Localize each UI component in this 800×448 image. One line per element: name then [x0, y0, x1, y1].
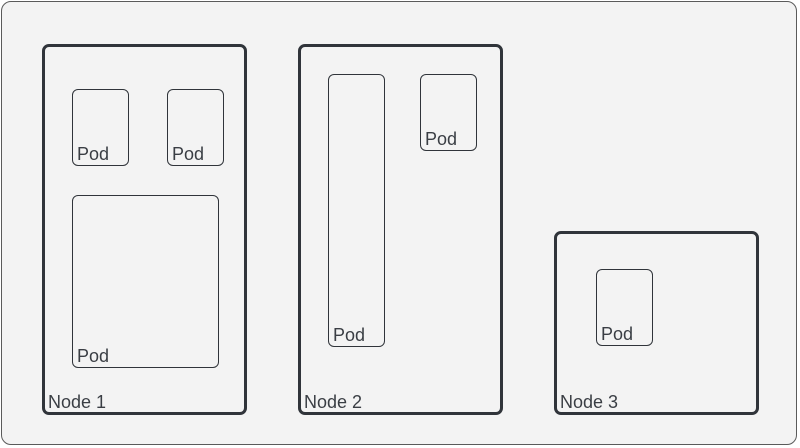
pod-label: Pod: [172, 144, 205, 164]
pod-label: Pod: [425, 129, 458, 149]
node-label: Node 3: [560, 392, 619, 412]
node-3: Pod Node 3: [554, 231, 759, 415]
pod-label: Pod: [601, 324, 634, 344]
pod-label: Pod: [77, 144, 110, 164]
node-3-pod-1: Pod: [596, 269, 653, 346]
node-1-pod-1: Pod: [72, 89, 129, 166]
pod-label: Pod: [333, 325, 366, 345]
node-2-pod-1: Pod: [328, 74, 385, 347]
node-1-pod-3: Pod: [72, 195, 219, 368]
node-2: Pod Pod Node 2: [298, 44, 503, 415]
node-2-pod-2: Pod: [420, 74, 477, 151]
node-label: Node 2: [304, 392, 363, 412]
node-1: Pod Pod Pod Node 1: [42, 44, 247, 415]
node-1-pod-2: Pod: [167, 89, 224, 166]
pod-label: Pod: [77, 346, 110, 366]
node-label: Node 1: [48, 392, 107, 412]
